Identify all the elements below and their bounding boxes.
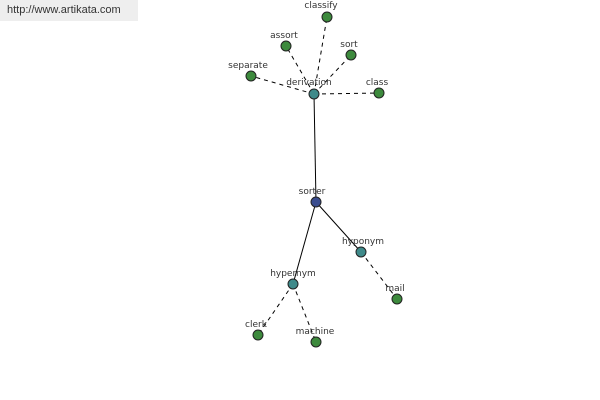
- node-label-assort: assort: [270, 31, 298, 41]
- node-marker-separate[interactable]: [245, 70, 257, 82]
- node-mail[interactable]: mail: [385, 284, 405, 305]
- node-label-clerk: clerk: [245, 320, 268, 330]
- edge-derivation-separate: [250, 75, 315, 95]
- node-label-separate: separate: [228, 61, 268, 71]
- edge-hyponym-mail: [360, 251, 398, 300]
- nodes-layer: sorter derivation hyponym hypernym classify a…: [228, 1, 405, 348]
- node-marker-sort[interactable]: [345, 49, 357, 61]
- node-class[interactable]: class: [366, 78, 389, 99]
- edge-derivation-classify: [313, 16, 328, 95]
- node-sorter[interactable]: sorter: [299, 187, 326, 208]
- node-marker-class[interactable]: [373, 87, 385, 99]
- node-label-sorter: sorter: [299, 187, 326, 197]
- node-marker-hyponym[interactable]: [355, 246, 367, 258]
- node-label-class: class: [366, 78, 389, 88]
- node-label-derivation: derivation: [286, 78, 332, 88]
- edge-sorter-derivation: [313, 93, 317, 203]
- edge-derivation-sort: [313, 54, 352, 95]
- edge-sorter-hypernym: [292, 201, 317, 285]
- node-label-hypernym: hypernym: [270, 269, 316, 279]
- node-assort[interactable]: assort: [270, 31, 298, 52]
- node-label-hyponym: hyponym: [342, 237, 384, 247]
- edge-derivation-assort: [285, 45, 315, 95]
- node-derivation[interactable]: derivation: [286, 78, 332, 100]
- node-machine[interactable]: machine: [296, 327, 335, 348]
- edge-derivation-class: [313, 92, 380, 95]
- node-marker-machine[interactable]: [310, 336, 322, 348]
- node-separate[interactable]: separate: [228, 61, 268, 82]
- edge-hypernym-clerk: [257, 283, 294, 336]
- node-marker-classify[interactable]: [321, 11, 333, 23]
- node-label-sort: sort: [340, 40, 358, 50]
- node-hyponym[interactable]: hyponym: [342, 237, 384, 258]
- node-marker-mail[interactable]: [391, 293, 403, 305]
- node-classify[interactable]: classify: [304, 1, 338, 23]
- node-label-machine: machine: [296, 327, 335, 337]
- node-marker-clerk[interactable]: [252, 329, 264, 341]
- node-hypernym[interactable]: hypernym: [270, 269, 316, 290]
- node-label-classify: classify: [304, 1, 338, 11]
- node-marker-sorter[interactable]: [310, 196, 322, 208]
- node-sort[interactable]: sort: [340, 40, 358, 61]
- node-marker-hypernym[interactable]: [287, 278, 299, 290]
- node-marker-assort[interactable]: [280, 40, 292, 52]
- edge-hypernym-machine: [292, 283, 317, 343]
- site-url-link[interactable]: http://www.artikata.com: [0, 0, 138, 21]
- node-clerk[interactable]: clerk: [245, 320, 268, 341]
- node-label-mail: mail: [385, 284, 404, 294]
- edges-layer: [250, 16, 398, 343]
- node-marker-derivation[interactable]: [308, 88, 320, 100]
- edge-sorter-hyponym: [315, 201, 362, 253]
